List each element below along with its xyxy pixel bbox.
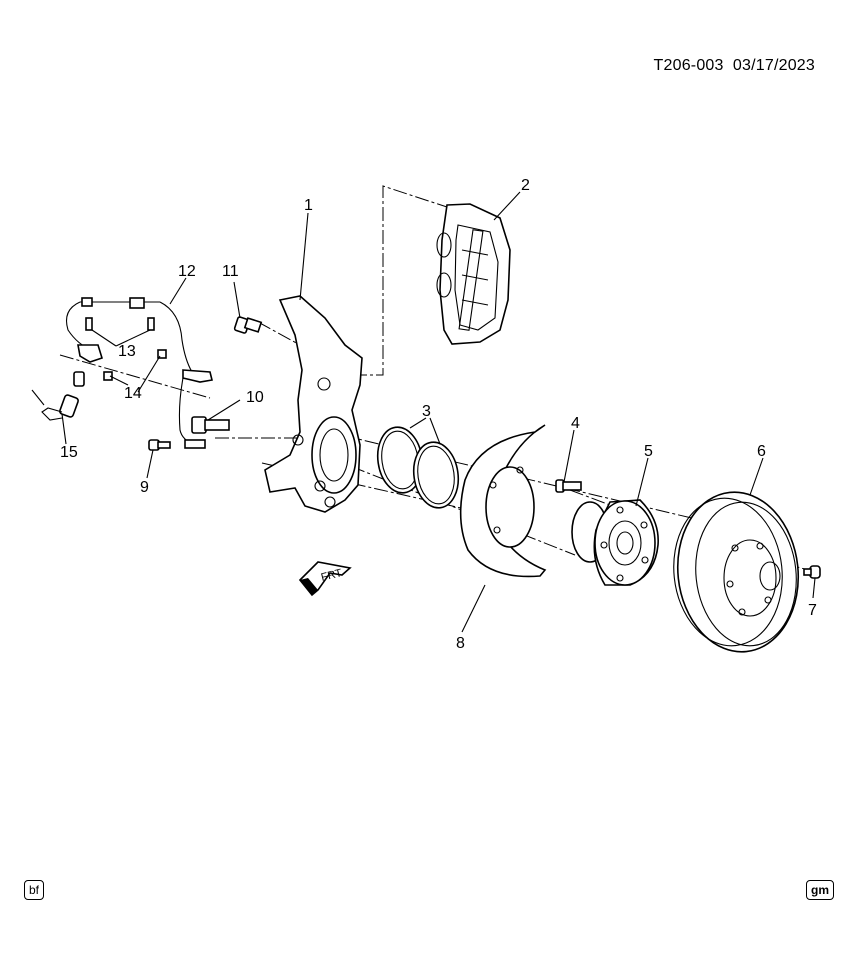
sensor-bolt: [148, 439, 171, 451]
gm-logo-badge: gm: [806, 880, 834, 900]
wheel-hub-bearing: [571, 499, 659, 586]
harness-bolts: [85, 317, 167, 381]
callout-5: 5: [644, 443, 653, 460]
callout-3: 3: [422, 403, 431, 420]
callout-2: 2: [521, 177, 530, 194]
callout-15: 15: [60, 444, 78, 461]
callout-13: 13: [118, 343, 136, 360]
diagram-reference: T206-003 03/17/2023: [654, 57, 815, 75]
rotor-screw: [803, 565, 821, 579]
callout-6: 6: [757, 443, 766, 460]
o-rings: [376, 426, 460, 509]
callout-14: 14: [124, 385, 142, 402]
diagram-date: 03/17/2023: [732, 57, 815, 74]
callout-12: 12: [178, 263, 196, 280]
diagram-id: T206-003: [653, 57, 724, 74]
callout-10: 10: [246, 389, 264, 406]
wheel-stud: [555, 479, 582, 493]
callout-7: 7: [808, 602, 817, 619]
callout-1: 1: [304, 197, 313, 214]
callout-4: 4: [571, 415, 580, 432]
steering-knuckle: [264, 295, 363, 513]
knuckle-bolt: [233, 316, 263, 334]
callout-11: 11: [222, 263, 239, 280]
callout-9: 9: [140, 479, 149, 496]
callout-numbers: 1 2 3 4 5 6 7 8 9 10 11 12 13 14 15: [60, 177, 817, 652]
caliper-bolt: [191, 416, 230, 434]
brake-rotor: [673, 491, 800, 653]
sensor-connector: [31, 371, 85, 421]
front-direction-label: FRT: [320, 567, 344, 584]
callout-8: 8: [456, 635, 465, 652]
brake-caliper: [436, 203, 511, 345]
callout-leaders: [61, 191, 816, 633]
wheel-speed-sensor-harness: [65, 297, 213, 449]
bf-badge: bf: [24, 880, 45, 900]
front-direction-arrow: FRT: [298, 561, 352, 597]
brake-splash-shield: [459, 424, 547, 578]
